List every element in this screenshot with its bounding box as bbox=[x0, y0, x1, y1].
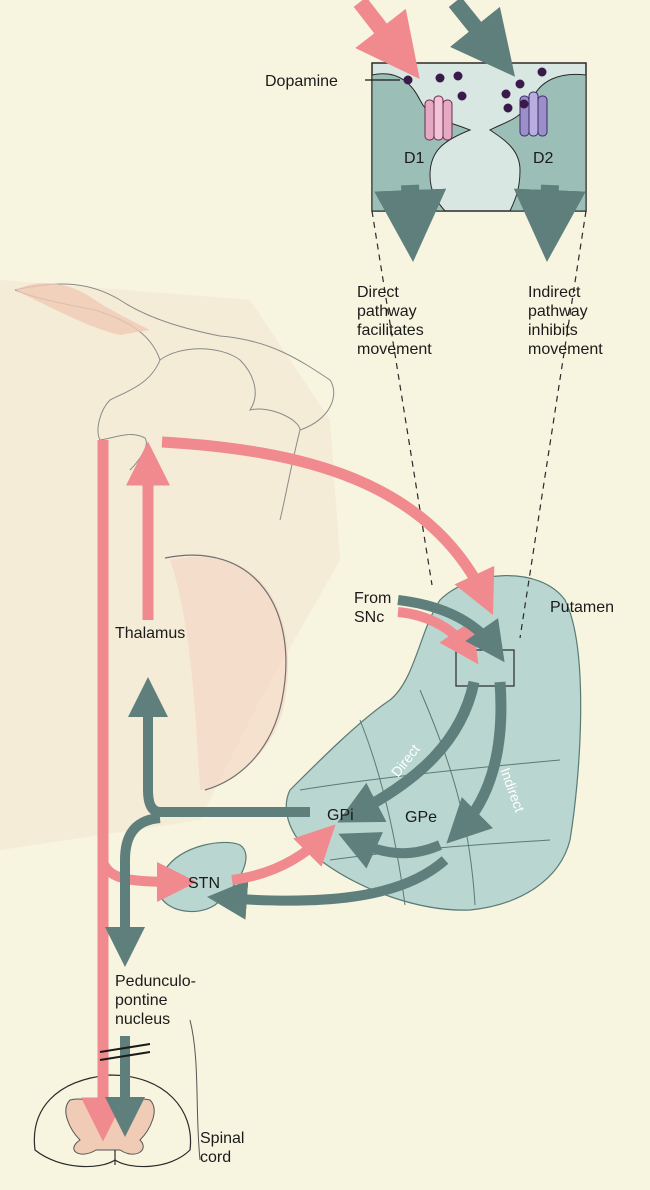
d2-label: D2 bbox=[533, 150, 554, 167]
snc-input-arrow-d1 bbox=[360, 2, 405, 60]
d1-output-arrow bbox=[410, 185, 412, 235]
indirect-desc-line3: inhibits bbox=[528, 322, 578, 339]
d1-receptor-icon bbox=[425, 96, 452, 140]
indirect-desc-line4: movement bbox=[528, 341, 603, 358]
thalamus-label: Thalamus bbox=[115, 625, 185, 642]
d1-label: D1 bbox=[404, 150, 425, 167]
indirect-desc-line1: Indirect bbox=[528, 284, 581, 301]
spinal-cord bbox=[34, 1075, 190, 1167]
from-snc-line2: SNc bbox=[354, 609, 384, 626]
direct-desc-line2: pathway bbox=[357, 303, 417, 320]
spinal-outline-line bbox=[190, 1020, 200, 1160]
from-snc-line1: From bbox=[354, 590, 391, 607]
spinal-line2: cord bbox=[200, 1149, 231, 1166]
background-shading bbox=[0, 280, 340, 850]
direct-desc-line4: movement bbox=[357, 341, 432, 358]
zoom-dashed-lines bbox=[372, 211, 586, 638]
dopamine-label: Dopamine bbox=[265, 73, 338, 90]
gpi-label: GPi bbox=[327, 807, 354, 824]
ppn-line2: pontine bbox=[115, 992, 168, 1009]
direct-desc-line1: Direct bbox=[357, 284, 399, 301]
d2-output-arrow bbox=[548, 185, 550, 235]
stn-label: STN bbox=[188, 875, 220, 892]
ppn-line1: Pedunculo- bbox=[115, 973, 196, 990]
direct-desc-line3: facilitates bbox=[357, 322, 424, 339]
spinal-line1: Spinal bbox=[200, 1130, 244, 1147]
putamen-label: Putamen bbox=[550, 599, 614, 616]
ppn-line3: nucleus bbox=[115, 1011, 170, 1028]
indirect-desc-line2: pathway bbox=[528, 303, 588, 320]
snc-input-arrow-d2 bbox=[455, 2, 500, 58]
gpe-label: GPe bbox=[405, 809, 437, 826]
d2-receptor-icon bbox=[520, 92, 547, 136]
